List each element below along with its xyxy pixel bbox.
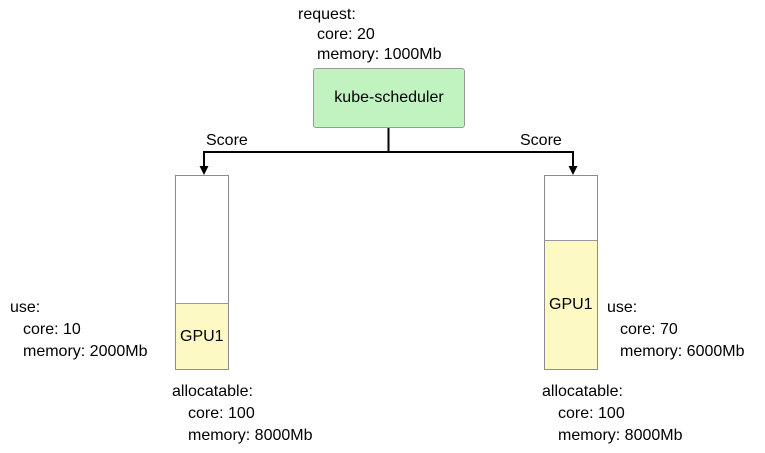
score-label-left: Score <box>206 132 248 149</box>
node-left: GPU1 <box>175 175 229 370</box>
node-left-allocatable-memory: memory: 8000Mb <box>188 427 313 444</box>
node-right-allocatable-core: core: 100 <box>558 405 625 422</box>
node-right: GPU1 <box>544 175 598 370</box>
node-right-gpu-usage-fill: GPU1 <box>545 240 597 369</box>
node-left-use-block: use: core: 10 memory: 2000Mb <box>10 297 148 363</box>
node-left-use-memory: memory: 2000Mb <box>23 343 148 360</box>
down-arrow-right-icon <box>568 166 578 175</box>
node-right-allocatable-label: allocatable: <box>542 383 623 400</box>
node-right-allocatable-block: allocatable: core: 100 memory: 8000Mb <box>542 381 683 447</box>
down-arrow-left-icon <box>199 166 209 175</box>
request-memory: memory: 1000Mb <box>317 46 442 63</box>
request-core: core: 20 <box>317 26 375 43</box>
node-left-use-label: use: <box>10 299 41 316</box>
kube-scheduler-label: kube-scheduler <box>334 89 444 106</box>
score-label-right: Score <box>520 132 562 149</box>
node-left-allocatable-core: core: 100 <box>188 405 255 422</box>
node-right-use-core: core: 70 <box>620 321 678 338</box>
node-right-use-memory: memory: 6000Mb <box>620 343 745 360</box>
node-right-gpu-label: GPU1 <box>549 296 593 313</box>
node-left-gpu-label: GPU1 <box>180 327 224 345</box>
node-right-allocatable-memory: memory: 8000Mb <box>558 427 683 444</box>
node-left-allocatable-label: allocatable: <box>172 383 253 400</box>
node-left-allocatable-block: allocatable: core: 100 memory: 8000Mb <box>172 381 313 447</box>
node-left-use-core: core: 10 <box>23 321 81 338</box>
node-right-use-label: use: <box>607 299 638 316</box>
request-label: request: <box>298 6 356 23</box>
node-left-gpu-usage-fill: GPU1 <box>176 303 228 369</box>
kube-scheduler-box: kube-scheduler <box>313 68 465 128</box>
request-block: request: core: 20 memory: 1000Mb <box>298 5 442 65</box>
node-right-use-block: use: core: 70 memory: 6000Mb <box>607 297 745 363</box>
